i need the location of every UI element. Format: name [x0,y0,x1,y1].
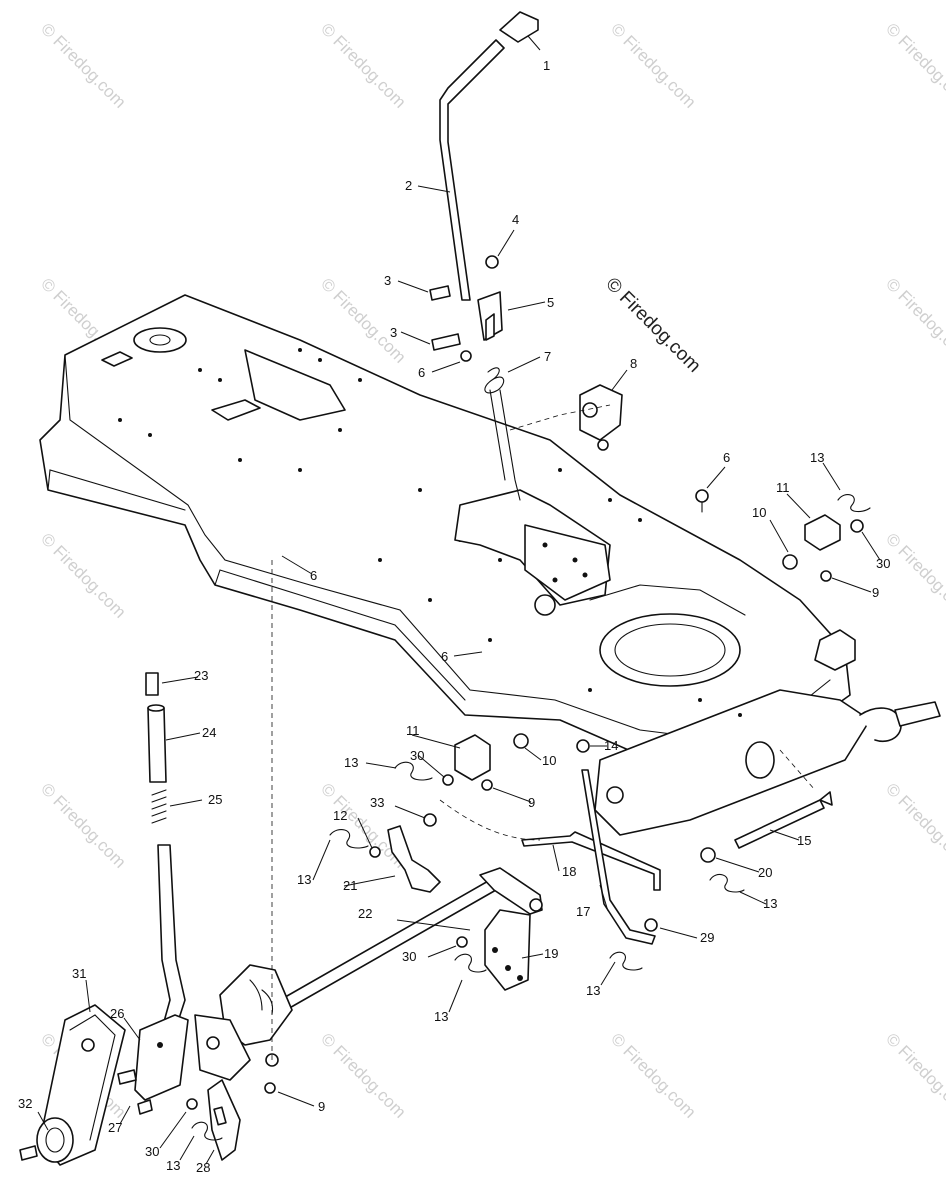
center-watermark: © Firedog.com [601,274,704,377]
callout-13: 13 [763,896,777,911]
callout-8: 8 [630,356,637,371]
frame-plate [39,294,941,836]
shift-lever-assembly [429,11,539,501]
watermark: © Firedog.com [317,19,409,111]
callout-13: 13 [586,983,600,998]
watermark: © Firedog.com [607,19,699,111]
callout-7: 7 [544,349,551,364]
callout-22: 22 [358,906,372,921]
pedal-bracket-assembly [117,964,293,1161]
mid-hardware [329,733,590,893]
callout-17: 17 [576,904,590,919]
callout-33: 33 [370,795,384,810]
callout-24: 24 [202,725,216,740]
callout-18: 18 [562,864,576,879]
callout-3: 3 [384,273,391,288]
callout-6: 6 [441,649,448,664]
watermark: © Firedog.com [882,779,946,871]
pedal-shaft-assembly [279,867,543,1011]
callout-19: 19 [544,946,558,961]
callout-13: 13 [166,1158,180,1173]
callout-30: 30 [876,556,890,571]
callout-10: 10 [752,505,766,520]
callout-13: 13 [297,872,311,887]
callout-3: 3 [390,325,397,340]
callout-30: 30 [402,949,416,964]
callout-9: 9 [872,585,879,600]
callout-13: 13 [344,755,358,770]
callout-29: 29 [700,930,714,945]
callout-13: 13 [810,450,824,465]
watermark: © Firedog.com [317,274,409,366]
pedal-rod-assembly [134,672,189,1101]
callout-30: 30 [410,748,424,763]
callout-12: 12 [333,808,347,823]
callout-32: 32 [18,1096,32,1111]
watermark: © Firedog.com [317,1029,409,1121]
bracket-part-8 [579,384,623,451]
callout-labels: 1 2 4 3 5 3 7 6 8 6 13 11 10 30 9 6 6 23… [18,58,890,1175]
callout-21: 21 [343,878,357,893]
linkage-rods [521,769,833,971]
callout-10: 10 [542,753,556,768]
callout-26: 26 [110,1006,124,1021]
leader-lines [37,35,881,1165]
callout-31: 31 [72,966,86,981]
callout-20: 20 [758,865,772,880]
callout-13: 13 [434,1009,448,1024]
callout-4: 4 [512,212,519,227]
callout-6: 6 [723,450,730,465]
callout-23: 23 [194,668,208,683]
alignment-lines [271,404,816,1060]
watermark: © Firedog.com [882,274,946,366]
callout-11: 11 [776,480,790,495]
callout-9: 9 [318,1099,325,1114]
right-hardware [695,489,871,582]
callout-15: 15 [797,833,811,848]
callout-11: 11 [406,723,420,738]
callout-25: 25 [208,792,222,807]
watermark: © Firedog.com [607,1029,699,1121]
callout-9: 9 [528,795,535,810]
watermark: © Firedog.com [882,19,946,111]
watermark: © Firedog.com [37,19,129,111]
callout-6: 6 [418,365,425,380]
watermark: © Firedog.com [882,1029,946,1121]
callout-27: 27 [108,1120,122,1135]
watermark: © Firedog.com [37,529,129,621]
watermark: © Firedog.com [882,529,946,621]
pedal-part-31 [19,1004,126,1166]
callout-6: 6 [310,568,317,583]
callout-14: 14 [604,738,618,753]
watermark: © Firedog.com [37,779,129,871]
callout-5: 5 [547,295,554,310]
callout-28: 28 [196,1160,210,1175]
callout-30: 30 [145,1144,159,1159]
callout-1: 1 [543,58,550,73]
callout-2: 2 [405,178,412,193]
